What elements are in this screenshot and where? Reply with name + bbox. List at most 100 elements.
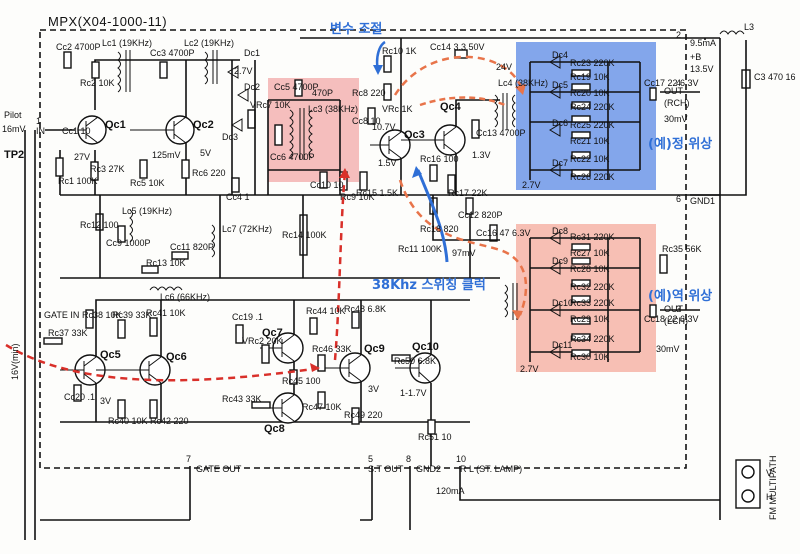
clock-blue-arrow	[416, 169, 449, 263]
qc-wires	[400, 38, 500, 195]
label-lch: (LCH)	[664, 316, 688, 326]
label-cc13: Cc13 4700P	[476, 128, 526, 138]
label-cc5: Cc5 4700P	[274, 82, 319, 92]
label-st-out: S.T OUT	[368, 464, 404, 474]
label-pin8: 8	[406, 454, 411, 464]
label-rc9: Rc9 10K	[340, 192, 375, 202]
qc6-symbol	[96, 356, 162, 384]
label-rc29: Rc29 10K	[570, 314, 610, 324]
cc10-cap	[319, 171, 328, 189]
label-qc3: Qc3	[404, 129, 425, 141]
label-125mv: 125mV	[152, 150, 181, 160]
label-dc4: Dc4	[552, 50, 568, 60]
rc49-resistor	[351, 407, 360, 425]
label-rc44: Rc44 10K	[306, 306, 346, 316]
rc3-resistor	[90, 161, 99, 181]
label-120ma: 120mA	[436, 486, 465, 496]
vrc-pot	[383, 83, 392, 101]
label-cc3: Cc3 4700P	[150, 48, 195, 58]
label-3v: 3V	[100, 396, 111, 406]
label-out-l: OUT	[664, 304, 684, 314]
label-rc43: Rc43 33K	[222, 394, 262, 404]
label-cc16: Cc16 47 6.3V	[476, 228, 531, 238]
label-rc39: Rc39 33K	[112, 310, 152, 320]
rc43-resistor	[251, 401, 271, 409]
rc17-resistor	[447, 174, 456, 194]
lc2-coil	[204, 50, 218, 85]
cc14-cap	[454, 49, 468, 59]
qc5-symbol	[60, 356, 97, 384]
label-rc38: Rc38 10K	[82, 310, 122, 320]
lc3-highlight	[268, 78, 359, 182]
dc-wires	[231, 60, 256, 195]
rc8-resistor	[367, 107, 376, 125]
label-1-5v: 1.5V	[378, 158, 397, 168]
label-rc31: Rc31 220K	[570, 232, 615, 242]
label-qc5: Qc5	[100, 349, 121, 361]
dc3-diode	[231, 118, 243, 132]
label-rc45: Rc45 100	[282, 376, 321, 386]
orange-arrow-mid	[419, 96, 506, 107]
label-cc6: Cc6 4700P	[270, 152, 315, 162]
qc4-symbol	[401, 126, 457, 154]
rc45-resistor	[289, 369, 298, 385]
qc7-symbol	[260, 334, 295, 362]
rc51-resistor	[427, 419, 436, 435]
label-rc41: Rc41 10K	[146, 308, 186, 318]
label-out-r: OUT	[664, 86, 684, 96]
label-lc6: Lc6 (66KHz)	[160, 292, 210, 302]
label-plus-b: +B	[690, 52, 701, 62]
label-rc20: Rc20 10K	[570, 88, 610, 98]
rc16-resistor	[429, 164, 438, 182]
label-1-1-7v: 1-1.7V	[400, 388, 427, 398]
label-dc5: Dc5	[552, 80, 568, 90]
orange-arrow-upper	[393, 55, 524, 96]
lc3-coil	[289, 108, 313, 160]
rc50-resistor	[391, 354, 411, 362]
label-cc10: Cc10 10	[310, 180, 344, 190]
rc40-resistor	[117, 399, 126, 419]
label-rc40: Rc40 10K	[108, 416, 148, 426]
rc46-resistor	[317, 354, 326, 372]
label-c3: C3 470 16	[754, 72, 796, 82]
label-rc46: Rc46 33K	[312, 344, 352, 354]
label-qc8: Qc8	[264, 423, 285, 435]
var-adjust-arrowhead	[373, 65, 383, 75]
label-pin6: 6	[676, 194, 681, 204]
label-rc16: Rc16 100	[420, 154, 459, 164]
label-dc6: Dc6	[552, 118, 568, 128]
label-rc50: Rc50 6.8K	[394, 356, 436, 366]
label-rc27: Rc27 10K	[570, 248, 610, 258]
rc15-resistor	[359, 171, 368, 191]
qc9-symbol	[320, 354, 362, 382]
rc47-resistor	[317, 391, 326, 409]
vrc2-pot	[261, 344, 270, 364]
label-30mv-l: 30mV	[656, 344, 680, 354]
label-pin4: 4	[676, 78, 681, 88]
label-cc14: Cc14 3.3 50V	[430, 42, 485, 52]
module-title: MPX(X04-1000-11)	[48, 14, 167, 29]
cc5-cap	[294, 79, 303, 97]
supply-to-l3	[700, 37, 720, 40]
label-cc11: Cc11 820P	[170, 242, 214, 252]
label-gnd2: GND2	[416, 464, 441, 474]
label-cc8: Cc8 10	[352, 116, 381, 126]
label-gate-level: 16V(min)	[10, 343, 20, 380]
label-rc15: Rc15 1.5K	[356, 188, 398, 198]
label-cc12: Cc12 820P	[458, 210, 503, 220]
label-pin10: 10	[456, 454, 466, 464]
label-fm-multipath: FM MULTIPATH	[768, 456, 778, 521]
label-qc9: Qc9	[364, 343, 385, 355]
cc11-cap	[171, 251, 189, 260]
label-cc2: Cc2 4700P	[56, 42, 101, 52]
label-rc51: Rc51 10	[418, 432, 452, 442]
label-qc1: Qc1	[105, 119, 126, 131]
annotation-normal-phase: (예)정 위상	[648, 136, 712, 152]
rc6-resistor	[181, 159, 190, 179]
label-rc19: Rc19 10K	[570, 72, 610, 82]
label-24v: 24V	[496, 62, 512, 72]
label-rc42: Rc42 220	[150, 416, 189, 426]
label-rc32: Rc32 220K	[570, 282, 615, 292]
c3-wires	[720, 40, 747, 196]
